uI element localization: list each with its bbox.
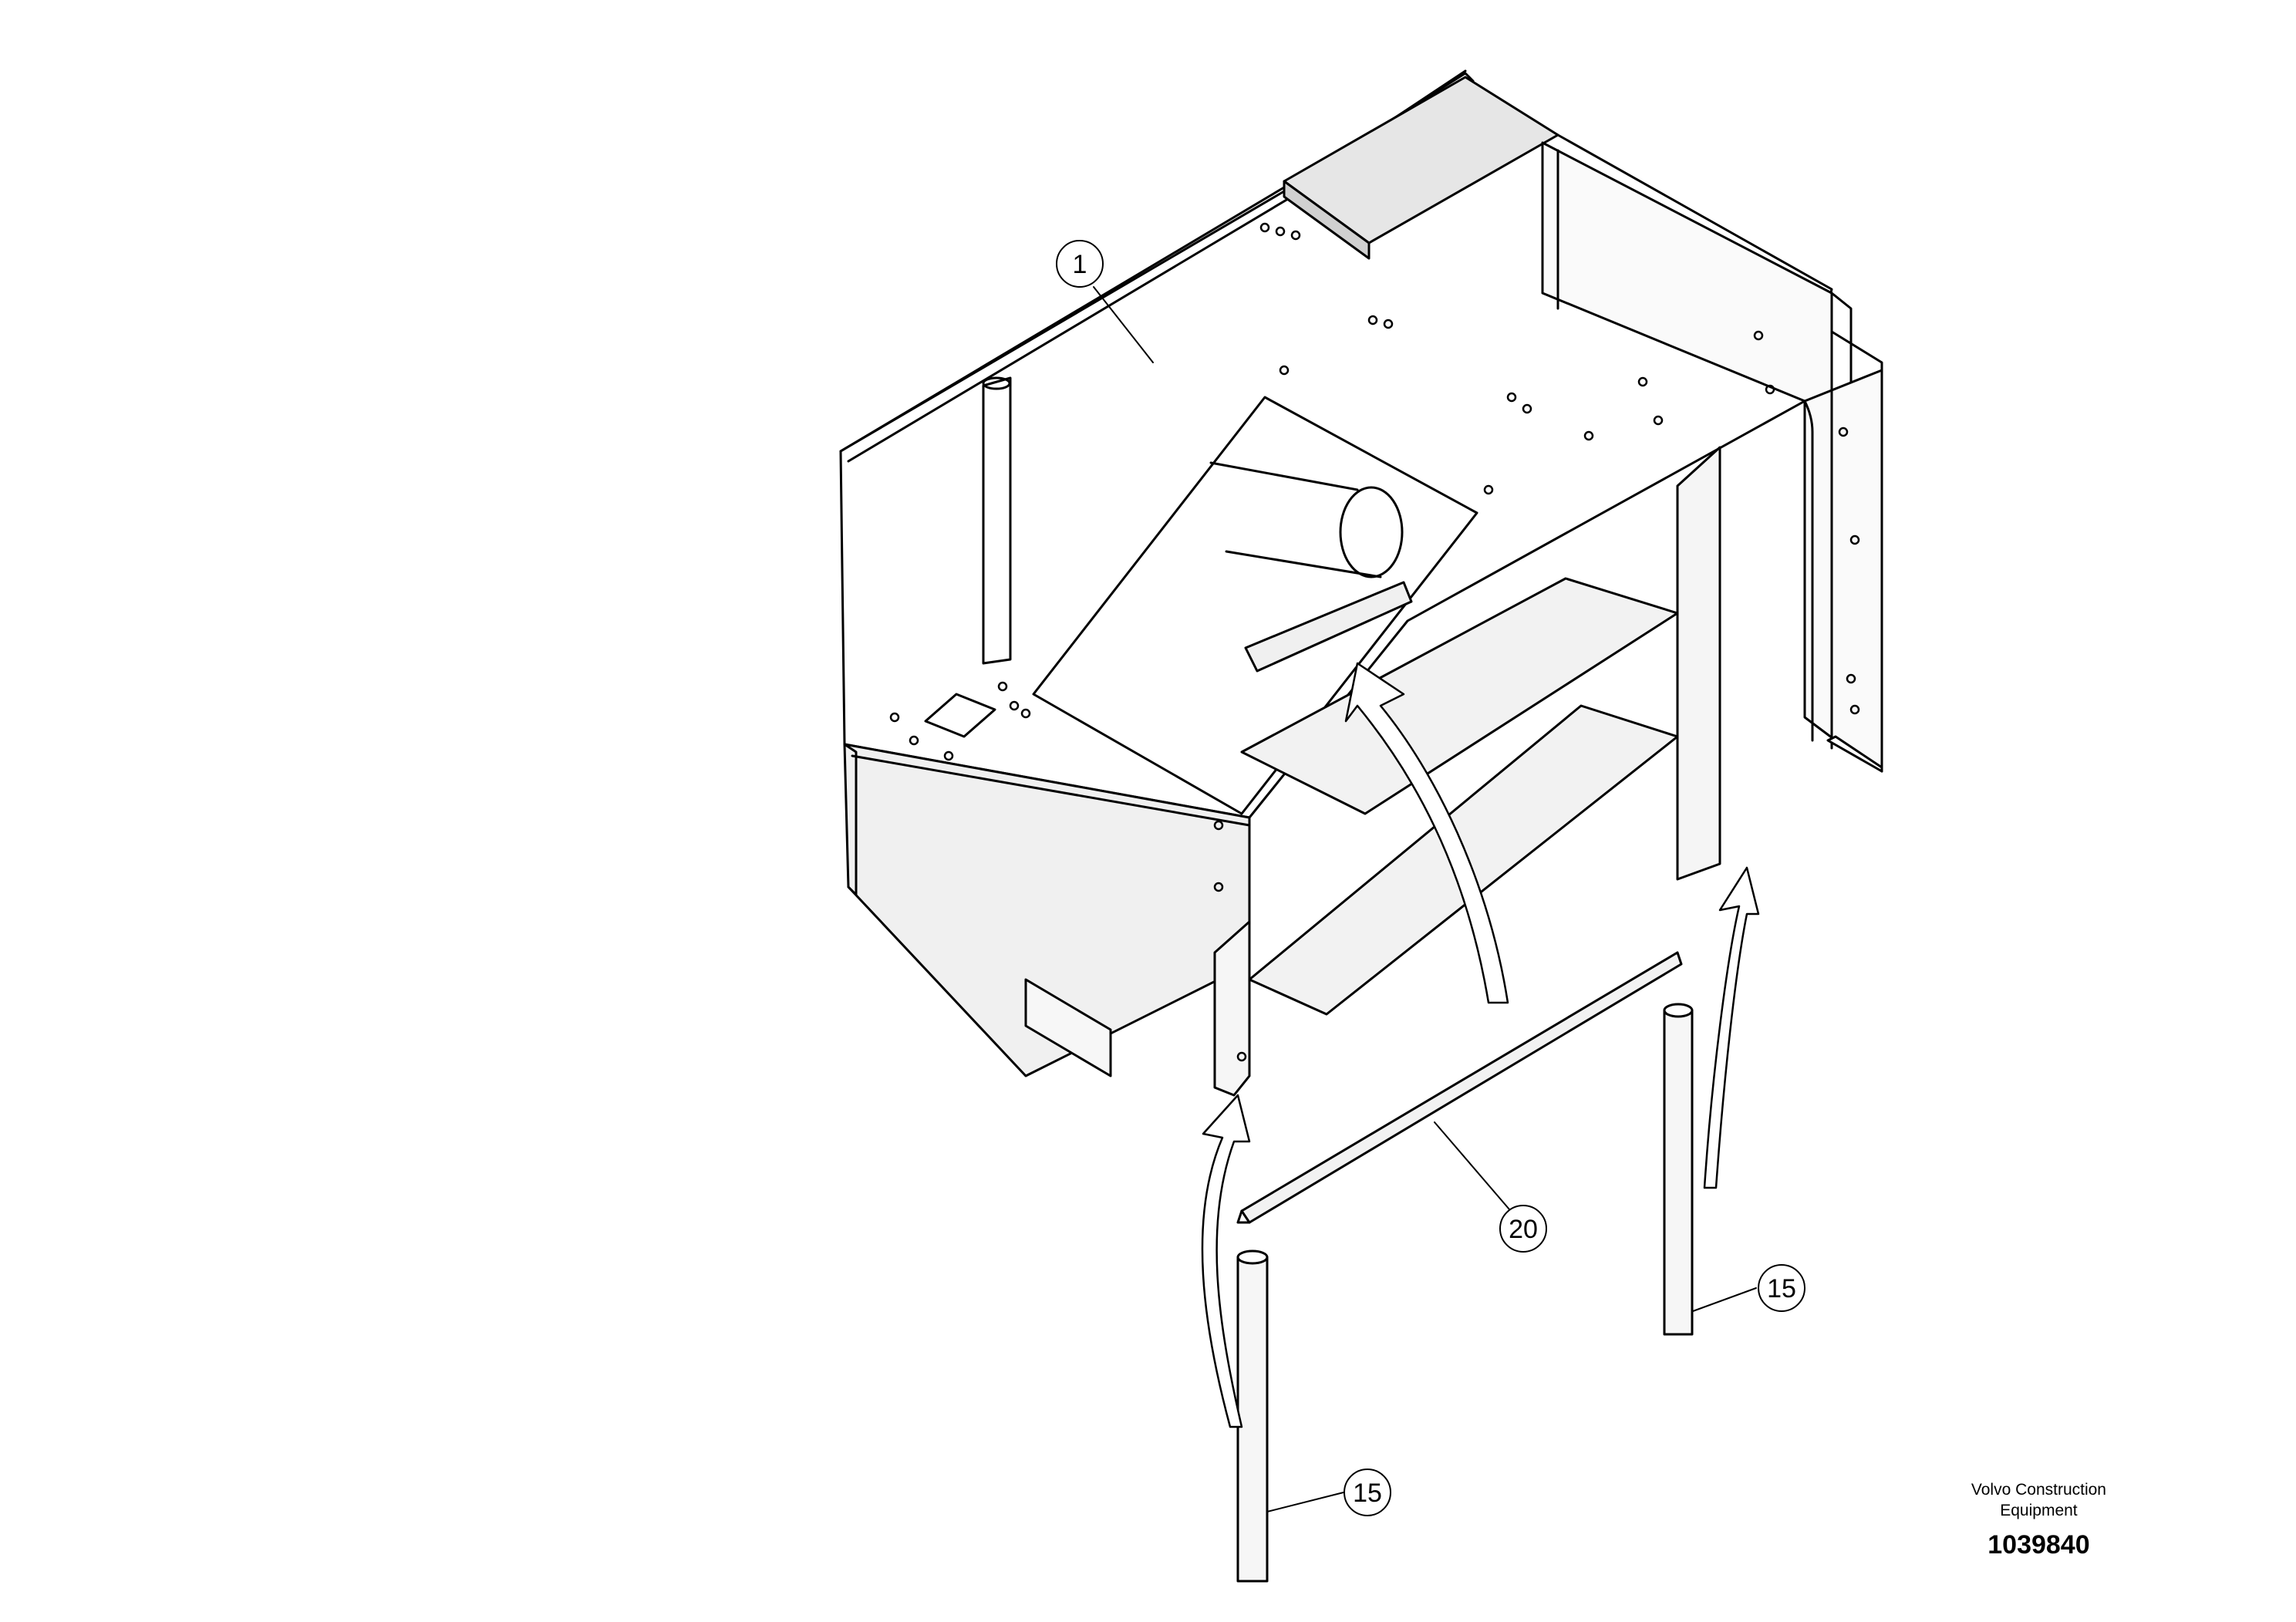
callout-15-left: 15 [1344,1469,1391,1516]
bolt-holes [889,222,1860,1062]
strip-part [1240,951,1683,1224]
arrow-seal-left [1201,1094,1251,1428]
upper-rail [839,72,1475,463]
leader-lines [1093,286,1757,1512]
front-panel [843,743,1251,1077]
callout-20: 20 [1499,1205,1547,1253]
document-number: 1039840 [1988,1530,2090,1560]
inner-wall [1676,446,1721,881]
callout-15-left-label: 15 [1353,1479,1382,1508]
shelf-upper [1240,577,1679,815]
brand-line-2: Equipment [2000,1502,2078,1519]
callout-1: 1 [1056,240,1104,288]
seal-strip-right [1663,1003,1694,1336]
arrow-strip [1344,662,1509,1004]
cab-frame [839,69,1883,1097]
arrow-seal-right [1703,866,1760,1189]
callout-15-right-label: 15 [1767,1274,1796,1303]
seal-strip-left [1236,1249,1269,1583]
tube-end [1339,486,1404,578]
callout-20-label: 20 [1509,1215,1538,1244]
footer-block: Volvo Construction Equipment 1039840 [1971,1479,2106,1560]
callout-15-right: 15 [1758,1264,1805,1312]
callout-1-label: 1 [1073,250,1087,279]
rear-side-panel [1803,369,1883,773]
upright-tube [982,376,1012,665]
assembly-arrows [1201,662,1760,1428]
right-post [1213,920,1251,1097]
brand-line-1: Volvo Construction [1971,1481,2106,1499]
